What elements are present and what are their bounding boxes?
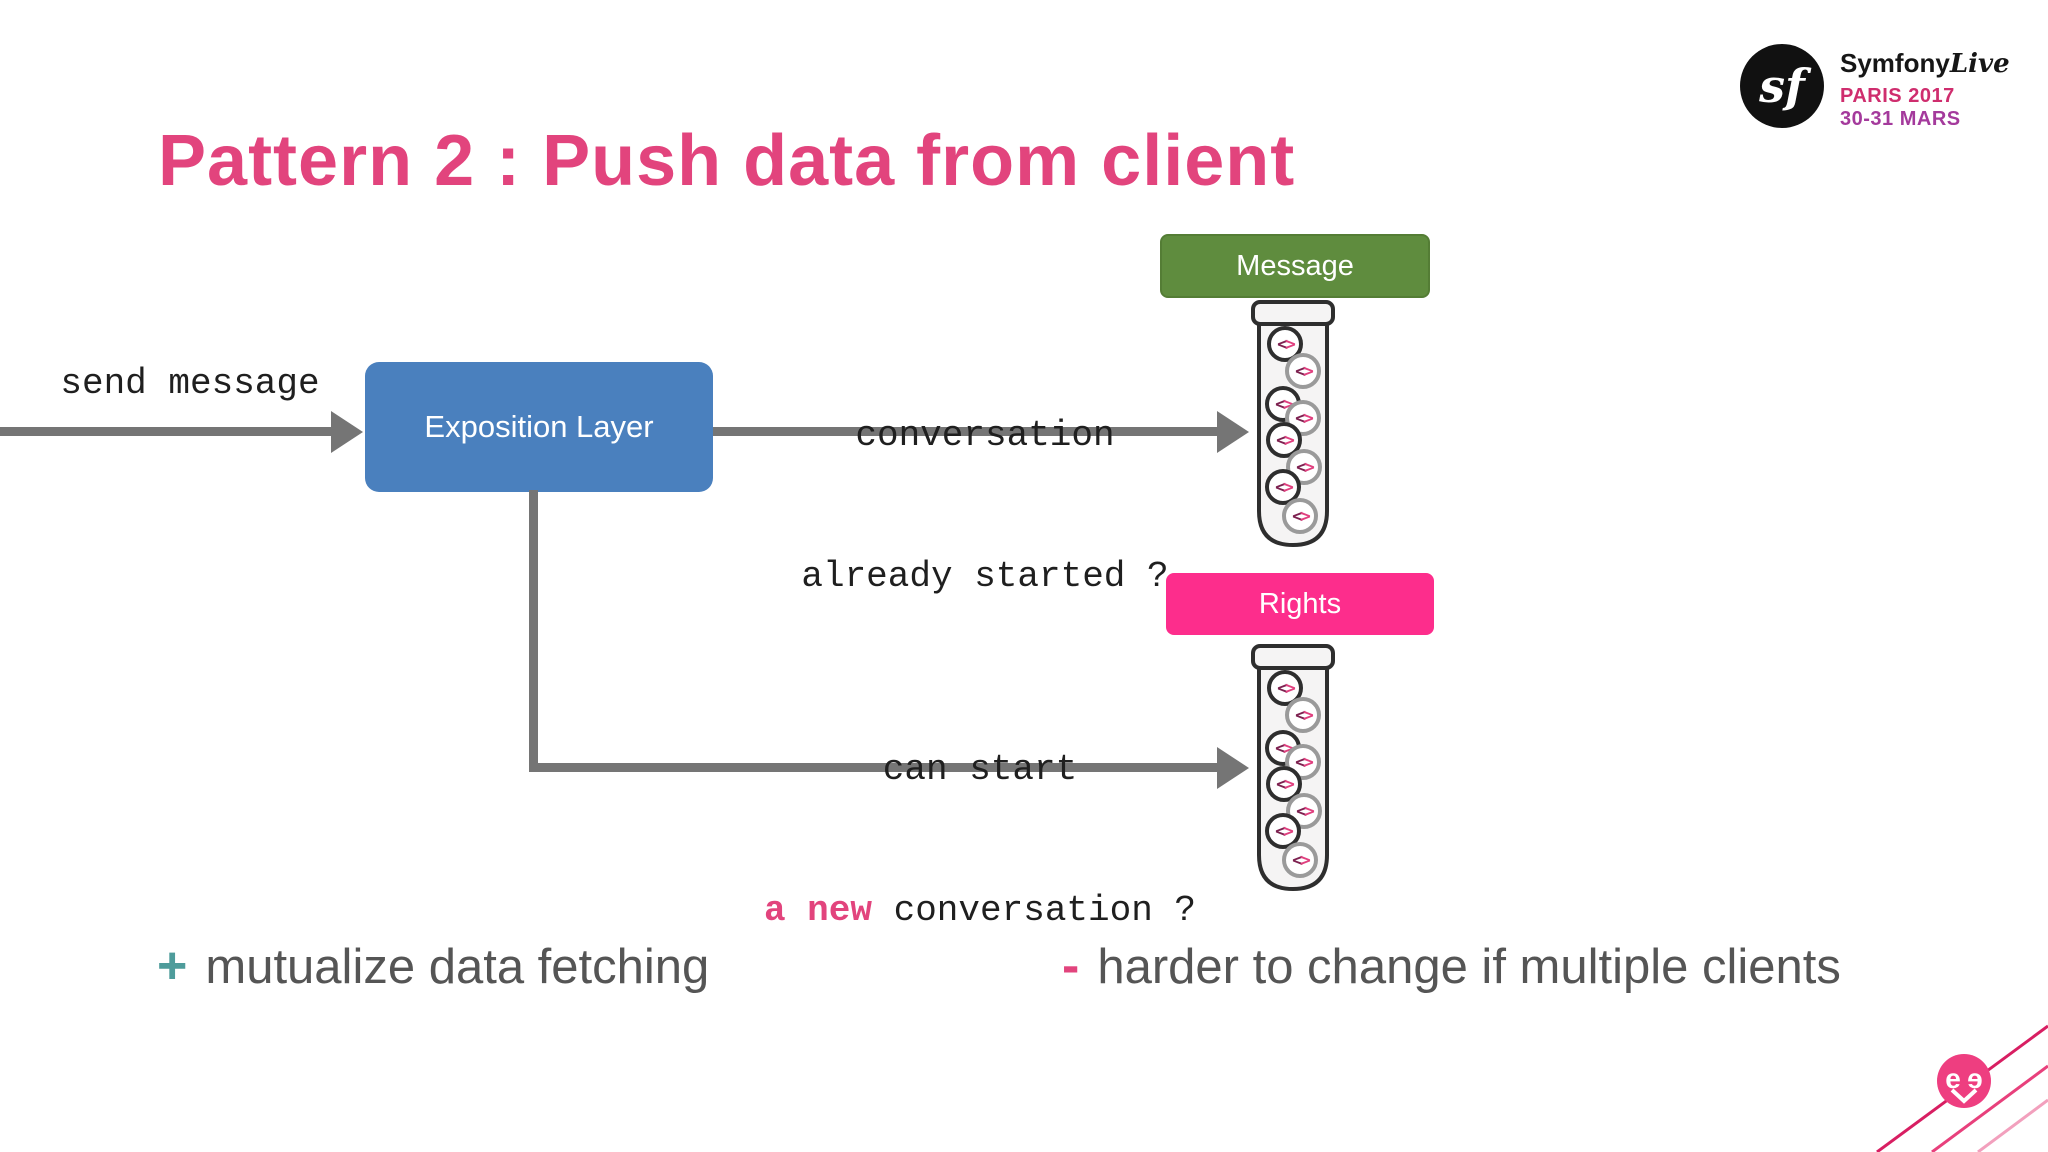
symfony-badge-icon: sf xyxy=(1740,44,1824,128)
corner-decor: e e xyxy=(1876,1024,2048,1152)
rights-arrow-label-line2: a new conversation ? xyxy=(738,887,1222,934)
send-message-label: send message xyxy=(60,363,320,404)
rights-arrow-shaft xyxy=(529,763,1219,772)
pro-takeaway: + mutualize data fetching xyxy=(157,936,709,996)
symfonylive-logo: sf SymfonyLive PARIS 2017 30-31 MARS xyxy=(1740,44,2010,131)
message-arrow-shaft xyxy=(713,427,1219,436)
rights-arrow-label-line1: can start xyxy=(882,749,1078,790)
symfony-badge-glyph: sf xyxy=(1759,59,1805,113)
con-takeaway: - harder to change if multiple clients xyxy=(1062,936,1841,996)
exposition-layer-box: Exposition Layer xyxy=(365,362,713,492)
rights-queue-tube xyxy=(1251,644,1335,892)
meetic-letter: e xyxy=(1945,1063,1961,1094)
diagonal-line xyxy=(1977,1098,2048,1152)
meetic-logo: e e xyxy=(1937,1054,1991,1108)
rights-arrow-label: can start a new conversation ? xyxy=(738,652,1222,1028)
message-arrow-head-icon xyxy=(1217,411,1249,453)
heart-point xyxy=(1950,1088,1978,1104)
brand-name: Symfony xyxy=(1840,48,1950,78)
test-tube-lip xyxy=(1251,300,1335,326)
meetic-circle xyxy=(1937,1054,1991,1108)
rights-arrow-label-highlight: a new xyxy=(763,890,872,931)
pro-text: mutualize data fetching xyxy=(205,940,710,994)
rights-queue-title: Rights xyxy=(1258,587,1342,620)
con-text: harder to change if multiple clients xyxy=(1097,940,1841,994)
client-arrow-shaft xyxy=(0,427,332,436)
diagonal-line xyxy=(1931,1064,2048,1152)
exposition-layer-label: Exposition Layer xyxy=(424,409,654,444)
event-dates: 30-31 MARS xyxy=(1840,108,1961,130)
test-tube-lip xyxy=(1251,644,1335,670)
message-queue-header: Message xyxy=(1160,234,1430,298)
message-arrow-label-line1: conversation xyxy=(855,415,1115,456)
rights-queue-header: Rights xyxy=(1166,573,1434,635)
symfonylive-brand: SymfonyLive xyxy=(1840,48,2010,79)
message-queue-tube: <> <> xyxy=(1251,300,1335,548)
rights-arrow-head-icon xyxy=(1217,747,1249,789)
plus-sign: + xyxy=(157,937,188,995)
down-connector-shaft xyxy=(529,490,538,772)
message-arrow-label: conversation already started ? xyxy=(785,318,1185,694)
minus-sign: - xyxy=(1062,937,1080,995)
message-queue-title: Message xyxy=(1236,249,1354,282)
page-title: Pattern 2 : Push data from client xyxy=(158,121,1296,201)
meetic-letter-mirrored: e xyxy=(1967,1063,1983,1094)
client-arrow-head-icon xyxy=(331,411,363,453)
message-arrow-label-line2: already started ? xyxy=(801,556,1169,597)
brand-script: Live xyxy=(1949,49,2010,79)
event-city-year: PARIS 2017 xyxy=(1840,85,1955,107)
symfonylive-text: SymfonyLive PARIS 2017 30-31 MARS xyxy=(1840,44,2010,131)
rights-arrow-label-rest: conversation ? xyxy=(871,890,1197,931)
